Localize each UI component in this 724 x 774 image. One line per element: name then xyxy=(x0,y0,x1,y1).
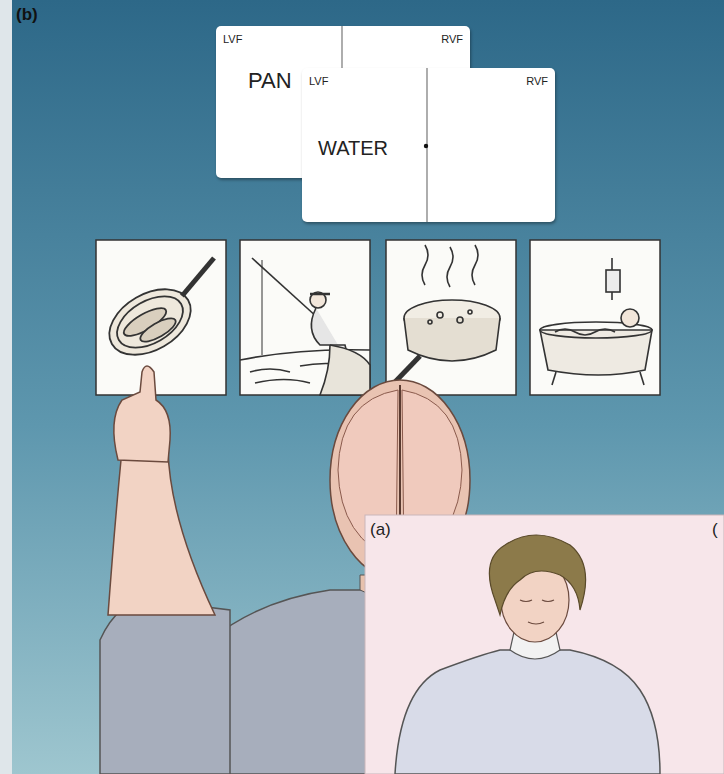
inset-panel xyxy=(365,515,724,774)
bath-picture xyxy=(540,258,652,385)
stimulus-card: LVF RVF WATER xyxy=(302,68,555,222)
panel-label: (b) xyxy=(16,6,38,23)
picture-panels xyxy=(96,240,660,395)
visual-field-label: LVF xyxy=(309,76,328,87)
panel-label: (a) xyxy=(370,521,391,538)
visual-field-label: RVF xyxy=(526,76,548,87)
fishing-picture xyxy=(240,258,370,395)
background-panel xyxy=(12,0,724,774)
pan-picture xyxy=(98,258,214,368)
stimulus-word: PAN xyxy=(248,70,292,92)
visual-field-label: LVF xyxy=(223,34,242,45)
pot-picture xyxy=(395,245,500,382)
visual-field-label: RVF xyxy=(441,34,463,45)
stimulus-word: WATER xyxy=(318,138,388,158)
panel-label: ( xyxy=(712,521,718,538)
page-margin xyxy=(0,0,12,774)
